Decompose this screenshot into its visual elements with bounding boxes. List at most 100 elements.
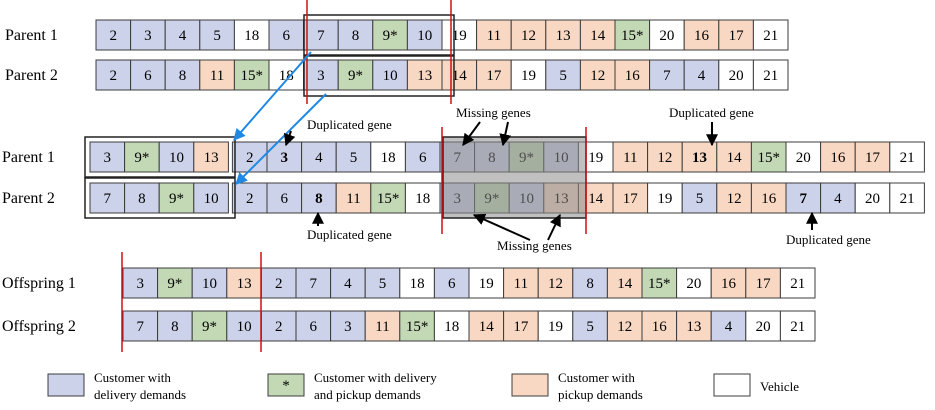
gene-value: 15* — [621, 28, 644, 44]
gene-cell-box — [122, 310, 159, 342]
gene-value: 16 — [652, 319, 668, 335]
gene-cell: 15* — [641, 267, 678, 299]
gene-value: 6 — [144, 68, 152, 84]
top-parent-2-row-label: Parent 2 — [5, 67, 58, 84]
gene-cell: 19 — [537, 310, 574, 342]
gene-cell-box — [89, 141, 126, 173]
gene-cell-box — [406, 19, 443, 51]
gene-value: 9* — [383, 28, 398, 44]
top-parent-1-row-label: Parent 1 — [5, 27, 58, 44]
dup-gene-label-1: Duplicated gene — [307, 117, 392, 132]
gene-cell-box — [785, 182, 822, 214]
gene-cell: 4 — [301, 141, 337, 173]
gene-cell: 16 — [710, 267, 747, 299]
gene-cell-box — [372, 59, 408, 91]
gene-cell-box — [641, 310, 678, 342]
gene-cell-box — [750, 182, 787, 214]
gene-value: 11 — [210, 68, 224, 84]
gene-value: 2 — [246, 150, 254, 166]
gene-value: 10 — [237, 319, 252, 335]
gene-cell: 11 — [364, 310, 401, 342]
gene-cell-box — [545, 19, 581, 51]
gene-cell-box — [260, 310, 297, 342]
gene-cell: 8 — [157, 310, 193, 342]
gene-value: 17 — [865, 150, 881, 166]
gene-value: 2 — [110, 68, 118, 84]
gene-value: 12 — [521, 28, 536, 44]
legend-item: Vehicle — [713, 373, 799, 397]
gene-cell: 12 — [537, 267, 574, 299]
gene-value: 2 — [275, 319, 283, 335]
gene-cell-box — [193, 141, 229, 173]
gene-value: 19 — [588, 150, 603, 166]
gene-cell: 19 — [510, 59, 547, 91]
gene-value: 4 — [834, 191, 842, 207]
gene-value: 15* — [240, 68, 263, 84]
gene-cell-box — [268, 19, 305, 51]
gene-value: 21 — [790, 276, 805, 292]
gene-cell-box — [441, 19, 478, 51]
gene-value: 15* — [648, 276, 671, 292]
legend-label-line: delivery demands — [94, 387, 186, 402]
gene-value: 7 — [310, 276, 318, 292]
gene-cell: 19 — [468, 267, 505, 299]
gene-cell-box — [681, 141, 718, 173]
gene-cell: 8 — [337, 19, 374, 51]
gene-cell-box — [476, 19, 512, 51]
gene-cell: 3 — [89, 141, 126, 173]
gene-cell-box — [193, 182, 229, 214]
segment-frame-mid-parent-1 — [84, 136, 236, 178]
legend-swatch — [47, 373, 85, 397]
offspring-2-row-label: Offspring 2 — [2, 318, 76, 335]
gene-cell: 12 — [716, 182, 752, 214]
gene-value: 12 — [657, 150, 672, 166]
duplicated-gene-value: 13 — [692, 150, 707, 166]
gene-cell-box — [295, 310, 332, 342]
gene-cell-box — [157, 310, 193, 342]
segment-frame-top-parent-1 — [303, 14, 455, 56]
gene-cell: 21 — [779, 310, 816, 342]
duplicated-gene-value: 3 — [281, 150, 289, 166]
gene-cell-box — [330, 310, 366, 342]
gene-cell-box — [433, 267, 470, 299]
gene-cell: 17 — [503, 310, 539, 342]
gene-cell: 7 — [303, 19, 339, 51]
gene-value: 16 — [625, 68, 641, 84]
gene-cell-box — [752, 19, 789, 51]
gene-value: 4 — [344, 276, 352, 292]
gene-value: 20 — [729, 68, 744, 84]
gene-value: 5 — [559, 68, 567, 84]
gene-value: 19 — [479, 276, 494, 292]
legend-symbol: * — [282, 378, 290, 394]
gene-cell: 12 — [510, 19, 547, 51]
gene-value: 15* — [757, 150, 780, 166]
gene-value: 9* — [167, 276, 182, 292]
missing-genes-overlay — [442, 136, 587, 219]
gene-cell-box — [95, 59, 132, 91]
gene-cell: 2 — [260, 310, 297, 342]
gene-cell-box — [537, 310, 574, 342]
gene-cell: 21 — [889, 141, 925, 173]
gene-value: 5 — [350, 150, 358, 166]
gene-value: 12 — [727, 191, 742, 207]
gene-value: 17 — [513, 319, 529, 335]
gene-cell: 9* — [191, 310, 228, 342]
missing-arrow-bottom-2 — [547, 213, 561, 241]
gene-value: 3 — [317, 68, 325, 84]
gene-cell-box — [647, 182, 683, 214]
gene-value: 19 — [657, 191, 672, 207]
gene-cell: 11 — [612, 141, 649, 173]
gene-value: 4 — [698, 68, 706, 84]
gene-cell: 19 — [647, 182, 683, 214]
gene-cell: 8 — [164, 59, 201, 91]
gene-cell-box — [124, 141, 160, 173]
gene-value: 18 — [410, 276, 425, 292]
gene-cell: 8 — [124, 182, 160, 214]
gene-value: 17 — [756, 276, 772, 292]
gene-cell-box — [614, 19, 651, 51]
legend-swatch — [713, 373, 751, 397]
gene-value: 2 — [246, 191, 254, 207]
